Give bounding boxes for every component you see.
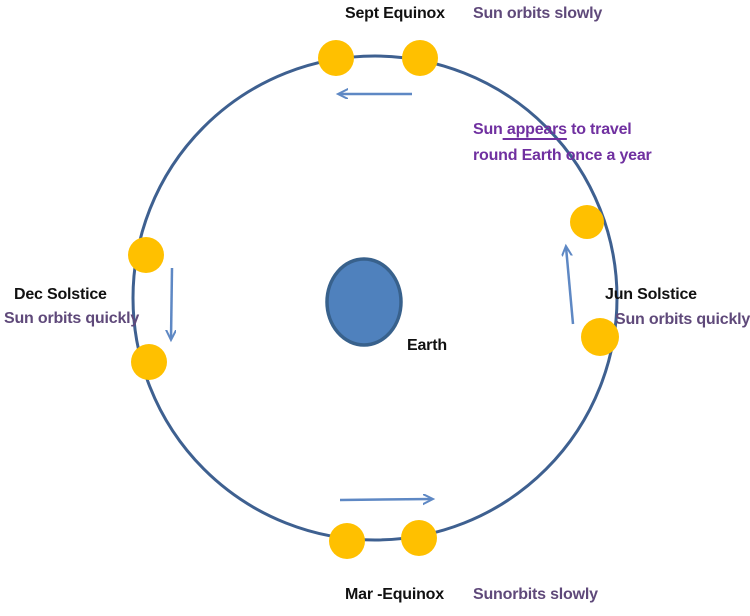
sun-dec-lower: [131, 344, 167, 380]
mar-equinox-label: Mar -Equinox: [345, 586, 444, 603]
arrow-right-upward: [566, 247, 575, 325]
annotation-line-1: Sun appears to travel: [473, 120, 652, 139]
annotation-words-to-travel: to travel: [566, 121, 632, 138]
sun-jun-lower: [581, 318, 619, 356]
annotation-word-sun: Sun: [473, 121, 503, 138]
dec-note-label: Sun orbits quickly: [4, 310, 140, 327]
sun-mar-left: [329, 523, 365, 559]
earth-label: Earth: [407, 337, 447, 354]
dec-solstice-label: Dec Solstice: [14, 286, 107, 303]
sun-sept-left: [318, 40, 354, 76]
arrow-bottom-eastward: [339, 499, 432, 500]
jun-note-label: Sun orbits quickly: [615, 311, 750, 328]
sun-dec-upper: [128, 237, 164, 273]
annotation-word-appears: appears: [502, 121, 567, 138]
sun-sept-right: [402, 40, 438, 76]
arrow-left-downward: [171, 267, 172, 339]
annotation-line-2: round Earth once a year: [473, 147, 652, 164]
mar-note-label: Sunorbits slowly: [473, 586, 598, 603]
jun-solstice-label: Jun Solstice: [605, 286, 697, 303]
sun-jun-upper: [570, 205, 604, 239]
sun-mar-right: [401, 520, 437, 556]
orbit-path: [131, 54, 619, 542]
sept-note-label: Sun orbits slowly: [473, 5, 603, 22]
sept-equinox-label: Sept Equinox: [345, 5, 445, 22]
annotation-text: Sun appears to travel round Earth once a…: [473, 120, 652, 165]
earth-circle: [325, 257, 403, 347]
